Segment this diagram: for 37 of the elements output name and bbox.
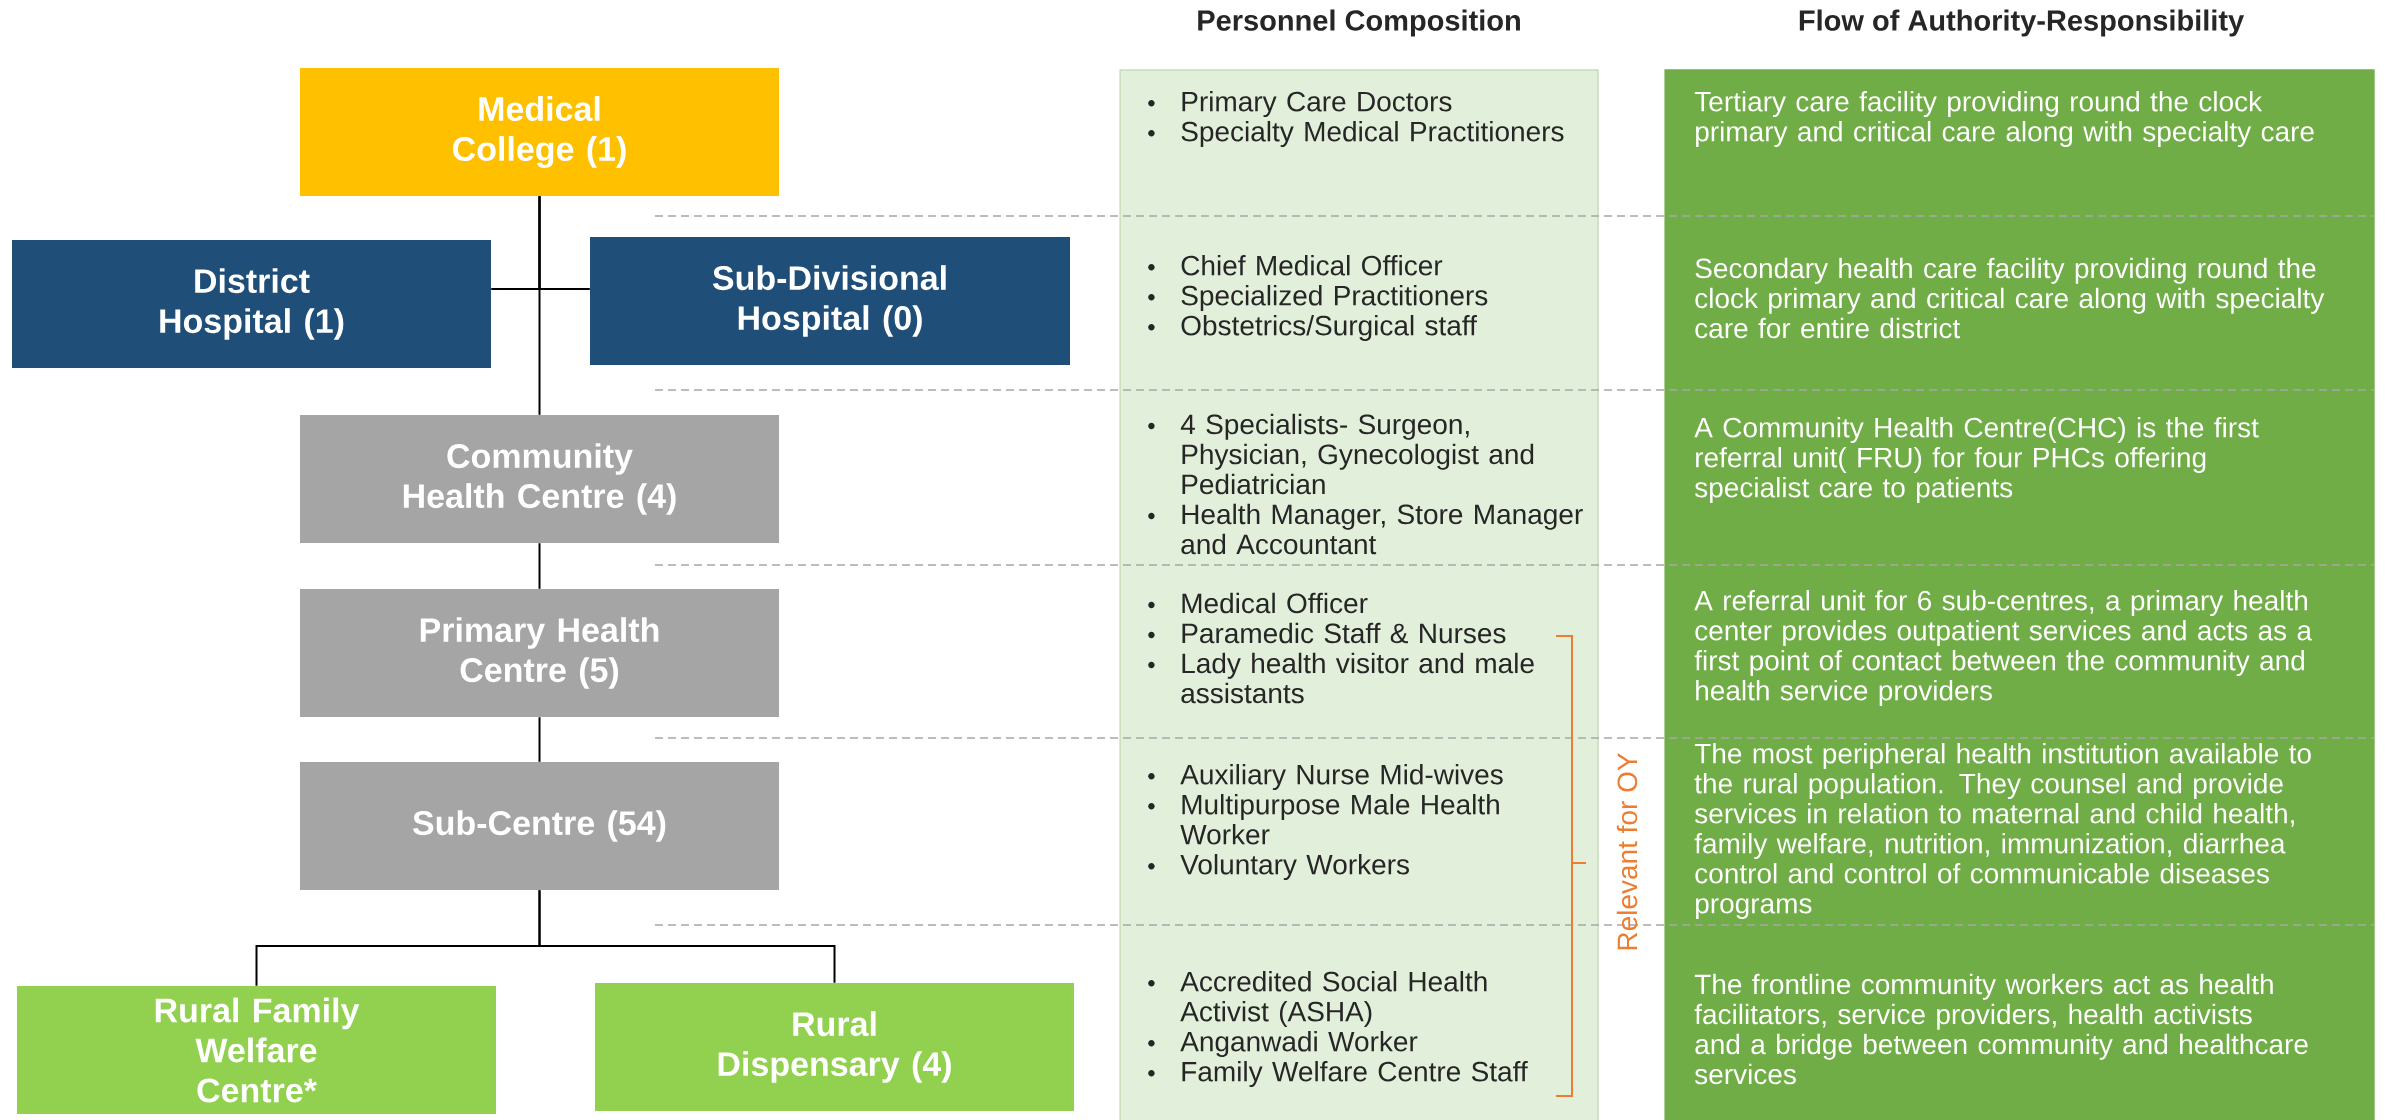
bullet-item: Auxiliary Nurse Mid-wives bbox=[1148, 763, 1503, 791]
description-text: A referral unit for 6 sub-centres, a primary health center provides outpatient services and acts as a first point of contact between the community and health service providers bbox=[1694, 589, 2312, 707]
bullet-item: Lady health visitor and male assistants bbox=[1148, 652, 1534, 704]
bullet-item: Specialty Medical Practitioners bbox=[1148, 120, 1564, 148]
column-heading: Flow of Authority-Responsibility bbox=[1799, 9, 2244, 37]
bullet-item: Chief Medical Officer bbox=[1148, 254, 1443, 276]
bullet-item: Voluntary Workers bbox=[1148, 853, 1409, 881]
column-heading: Personnel Composition bbox=[1198, 9, 1520, 37]
org-box: Sub-Centre (54) bbox=[300, 762, 779, 890]
connector-line bbox=[538, 195, 541, 416]
org-box: Rural Dispensary (4) bbox=[595, 983, 1074, 1111]
description-text: Secondary health care facility providing round the clock primary and critical care along with specialty care for entire district bbox=[1695, 257, 2325, 339]
description-text: The frontline community workers act as health facilitators, service providers, health activists and a bridge between community and healthcare services bbox=[1694, 973, 2308, 1085]
org-box: Medical College (1) bbox=[300, 68, 779, 196]
bracket-label: Relevant for OY bbox=[1616, 753, 1638, 950]
bullet-item: Accredited Social Health Activist (ASHA) bbox=[1148, 970, 1487, 1028]
connector-line bbox=[538, 716, 541, 763]
bullet-item: Family Welfare Centre Staff bbox=[1148, 1060, 1528, 1088]
description-text: The most peripheral health institution available to the rural population. They counsel and provide services in relation to maternal and child health, family welfare, nutrition, immunization, diarrhea control and control of communicable diseases programs bbox=[1694, 742, 2311, 920]
org-box: Community Health Centre (4) bbox=[300, 415, 779, 543]
bullet-item: Specialized Practitioners bbox=[1148, 284, 1488, 312]
connector-line bbox=[538, 889, 836, 984]
bullet-item: Health Manager, Store Manager and Accountant bbox=[1148, 503, 1583, 555]
description-text: A Community Health Centre(CHC) is the first referral unit( FRU) for four PHCs offering specialist care to patients bbox=[1694, 416, 2259, 504]
bullet-item: Multipurpose Male Health Worker bbox=[1148, 793, 1499, 845]
bullet-item: 4 Specialists- Surgeon, Physician, Gynecologist and Pediatrician bbox=[1148, 413, 1534, 495]
bullet-item: Medical Officer bbox=[1148, 592, 1368, 614]
description-text: Tertiary care facility providing round the clock primary and critical care along with specialty care bbox=[1694, 90, 2314, 148]
bullet-item: Obstetrics/Surgical staff bbox=[1148, 314, 1477, 342]
bullet-item: Paramedic Staff & Nurses bbox=[1148, 622, 1506, 644]
connector-line bbox=[538, 542, 541, 590]
org-box: Primary Health Centre (5) bbox=[300, 589, 779, 717]
bullet-item: Anganwadi Worker bbox=[1148, 1030, 1418, 1058]
org-box: District Hospital (1) bbox=[12, 240, 491, 368]
bullet-item: Primary Care Doctors bbox=[1148, 90, 1452, 118]
org-box: Rural Family Welfare Centre* bbox=[17, 986, 496, 1114]
org-box: Sub-Divisional Hospital (0) bbox=[590, 237, 1070, 365]
